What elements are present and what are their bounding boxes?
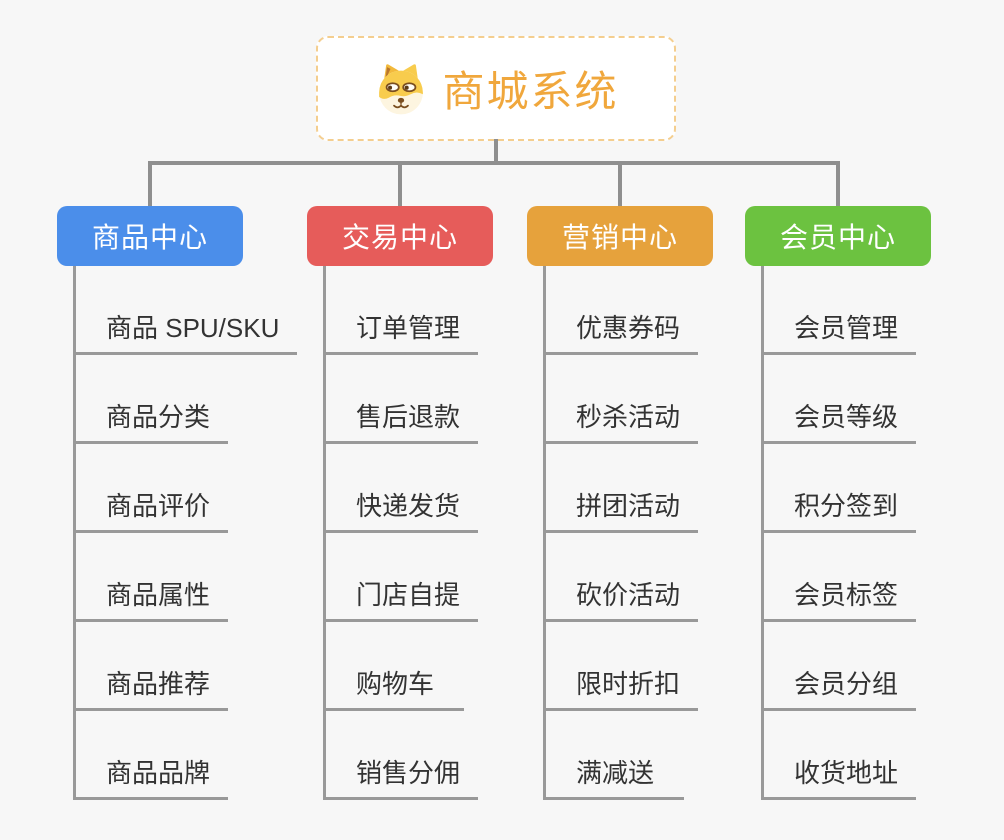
root-title: 商城系统: [442, 68, 619, 115]
branch-node[interactable]: 会员中心: [745, 206, 931, 266]
branch-leaves: 优惠券码秒杀活动拼团活动砍价活动限时折扣满减送: [543, 266, 699, 800]
leaf-node[interactable]: 砍价活动: [546, 533, 699, 622]
doge-icon: [379, 63, 424, 114]
root-node[interactable]: 商城系统: [316, 36, 676, 141]
branch-node[interactable]: 营销中心: [527, 206, 713, 266]
leaf-node[interactable]: 商品分类: [76, 355, 229, 444]
leaf-node[interactable]: 商品 SPU/SKU: [76, 266, 298, 355]
leaf-node[interactable]: 购物车: [326, 622, 464, 711]
leaf-node[interactable]: 会员等级: [764, 355, 917, 444]
leaf-node[interactable]: 订单管理: [326, 266, 479, 355]
leaf-node[interactable]: 收货地址: [764, 711, 917, 800]
leaf-node[interactable]: 商品品牌: [76, 711, 229, 800]
leaf-node[interactable]: 秒杀活动: [546, 355, 699, 444]
leaf-node[interactable]: 售后退款: [326, 355, 479, 444]
leaf-node[interactable]: 快递发货: [326, 444, 479, 533]
connector-rail: [148, 161, 840, 165]
branch-node[interactable]: 商品中心: [57, 206, 243, 266]
branch-node[interactable]: 交易中心: [307, 206, 493, 266]
leaf-node[interactable]: 积分签到: [764, 444, 917, 533]
leaf-node[interactable]: 会员标签: [764, 533, 917, 622]
leaf-node[interactable]: 商品评价: [76, 444, 229, 533]
leaf-node[interactable]: 商品属性: [76, 533, 229, 622]
branch-column-2: 营销中心优惠券码秒杀活动拼团活动砍价活动限时折扣满减送: [527, 206, 713, 800]
leaf-node[interactable]: 拼团活动: [546, 444, 699, 533]
connector-drop: [836, 163, 840, 207]
leaf-node[interactable]: 限时折扣: [546, 622, 699, 711]
leaf-node[interactable]: 销售分佣: [326, 711, 479, 800]
branch-leaves: 会员管理会员等级积分签到会员标签会员分组收货地址: [761, 266, 917, 800]
connector-drop: [618, 163, 622, 207]
connector-drop: [148, 163, 152, 207]
leaf-node[interactable]: 优惠券码: [546, 266, 699, 355]
leaf-node[interactable]: 会员分组: [764, 622, 917, 711]
branch-leaves: 订单管理售后退款快递发货门店自提购物车销售分佣: [323, 266, 479, 800]
branch-column-1: 交易中心订单管理售后退款快递发货门店自提购物车销售分佣: [307, 206, 493, 800]
root-connector-stub: [494, 139, 498, 163]
leaf-node[interactable]: 商品推荐: [76, 622, 229, 711]
leaf-node[interactable]: 门店自提: [326, 533, 479, 622]
leaf-node[interactable]: 会员管理: [764, 266, 917, 355]
branch-column-3: 会员中心会员管理会员等级积分签到会员标签会员分组收货地址: [745, 206, 931, 800]
leaf-node[interactable]: 满减送: [546, 711, 684, 800]
connector-drop: [398, 163, 402, 207]
